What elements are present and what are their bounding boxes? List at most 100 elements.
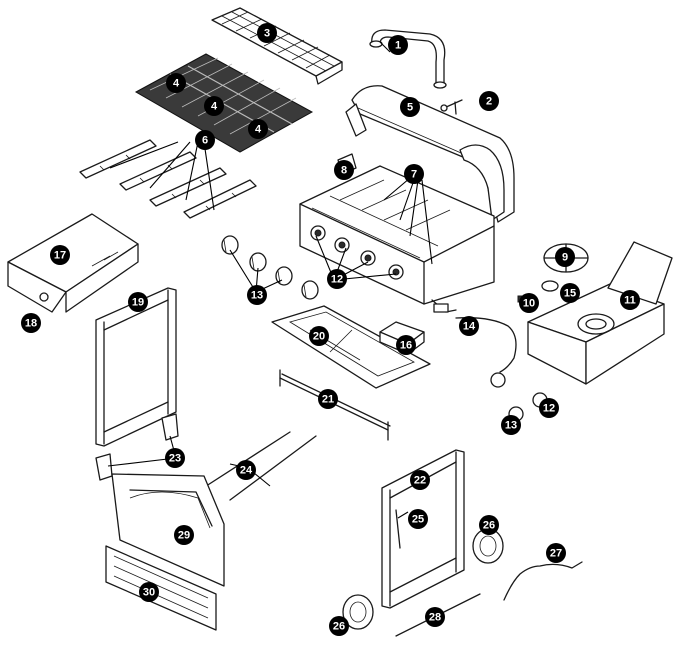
callout-marker xyxy=(334,160,354,180)
callout-number: 4 xyxy=(211,101,218,113)
callout-marker xyxy=(410,470,430,490)
callout-marker xyxy=(309,326,329,346)
support-rods xyxy=(199,431,317,501)
callout-marker xyxy=(459,316,479,336)
callout-marker xyxy=(519,293,539,313)
callout-number: 14 xyxy=(463,321,476,333)
callout-number: 24 xyxy=(240,465,253,477)
callout-number: 16 xyxy=(400,340,412,352)
callout-number: 23 xyxy=(169,453,181,465)
callout-c19: 19 xyxy=(128,292,148,312)
callout-number: 15 xyxy=(564,288,576,300)
grill-firebox xyxy=(299,85,515,313)
callout-marker xyxy=(50,245,70,265)
callout-number: 4 xyxy=(255,124,262,136)
callout-marker xyxy=(128,292,148,312)
callout-c13a: 13 xyxy=(247,285,267,305)
callout-c8: 8 xyxy=(334,160,354,180)
callout-number: 2 xyxy=(486,96,492,108)
callout-number: 18 xyxy=(25,318,37,330)
leveling-feet xyxy=(95,413,179,481)
callout-number: 1 xyxy=(395,40,401,52)
callout-c7: 7 xyxy=(404,164,424,184)
callout-marker xyxy=(139,582,159,602)
grease-tray xyxy=(271,305,431,389)
callout-c6: 6 xyxy=(195,130,215,150)
callout-marker xyxy=(204,96,224,116)
callout-c11: 11 xyxy=(620,290,640,310)
callout-number: 11 xyxy=(624,295,636,307)
callout-marker xyxy=(165,448,185,468)
callout-c17: 17 xyxy=(50,245,70,265)
callout-number: 19 xyxy=(132,297,144,309)
callout-marker xyxy=(21,313,41,333)
callout-number: 9 xyxy=(562,252,568,264)
callout-marker xyxy=(318,389,338,409)
callout-marker xyxy=(479,91,499,111)
right-cart-frame xyxy=(381,449,465,609)
callout-c4a: 4 xyxy=(166,73,186,93)
callout-number: 21 xyxy=(322,394,334,406)
callout-marker xyxy=(501,415,521,435)
callout-number: 12 xyxy=(543,403,555,415)
thermometer xyxy=(440,99,463,115)
callout-c20: 20 xyxy=(309,326,329,346)
callout-number: 27 xyxy=(550,548,562,560)
callout-number: 10 xyxy=(523,298,535,310)
callout-c13b: 13 xyxy=(501,415,521,435)
callout-c4b: 4 xyxy=(204,96,224,116)
callout-marker xyxy=(247,285,267,305)
callout-number: 17 xyxy=(54,250,66,262)
callout-c27: 27 xyxy=(546,543,566,563)
callout-number: 20 xyxy=(313,331,325,343)
callout-marker xyxy=(408,509,428,529)
callout-marker xyxy=(425,607,445,627)
callout-marker xyxy=(248,119,268,139)
callout-marker xyxy=(257,23,277,43)
callout-number: 3 xyxy=(264,28,270,40)
callout-c28: 28 xyxy=(425,607,445,627)
callout-number: 26 xyxy=(333,621,345,633)
left-cart-frame xyxy=(95,287,177,447)
callout-marker xyxy=(539,398,559,418)
igniter-wire xyxy=(503,561,583,601)
callout-number: 29 xyxy=(178,530,190,542)
callout-number: 12 xyxy=(331,274,343,286)
callout-c25: 25 xyxy=(408,509,428,529)
callout-marker xyxy=(327,269,347,289)
callout-marker xyxy=(236,460,256,480)
callout-number: 26 xyxy=(483,520,495,532)
callout-number: 8 xyxy=(341,165,347,177)
callout-marker xyxy=(174,525,194,545)
callout-marker xyxy=(555,247,575,267)
callout-number: 30 xyxy=(143,587,155,599)
callout-c24: 24 xyxy=(236,460,256,480)
callout-marker xyxy=(620,290,640,310)
lid-handle xyxy=(369,29,447,89)
callout-marker xyxy=(166,73,186,93)
warming-rack xyxy=(211,7,343,85)
callout-c22: 22 xyxy=(410,470,430,490)
callout-marker xyxy=(388,35,408,55)
callout-c16: 16 xyxy=(396,335,416,355)
cooking-grates xyxy=(134,53,314,153)
callout-marker xyxy=(329,616,349,636)
callout-number: 13 xyxy=(505,420,517,432)
callout-c12b: 12 xyxy=(539,398,559,418)
side-burner xyxy=(508,241,673,422)
callout-number: 6 xyxy=(202,135,208,147)
callout-number: 22 xyxy=(414,475,426,487)
callout-marker xyxy=(400,97,420,117)
flame-tamers xyxy=(79,139,257,219)
callout-number: 13 xyxy=(251,290,263,302)
callout-marker xyxy=(404,164,424,184)
callout-c23: 23 xyxy=(165,448,185,468)
side-shelf xyxy=(7,213,139,313)
callout-c9: 9 xyxy=(555,247,575,267)
callout-c4c: 4 xyxy=(248,119,268,139)
callout-marker xyxy=(479,515,499,535)
callout-marker xyxy=(195,130,215,150)
callout-number: 7 xyxy=(411,169,417,181)
